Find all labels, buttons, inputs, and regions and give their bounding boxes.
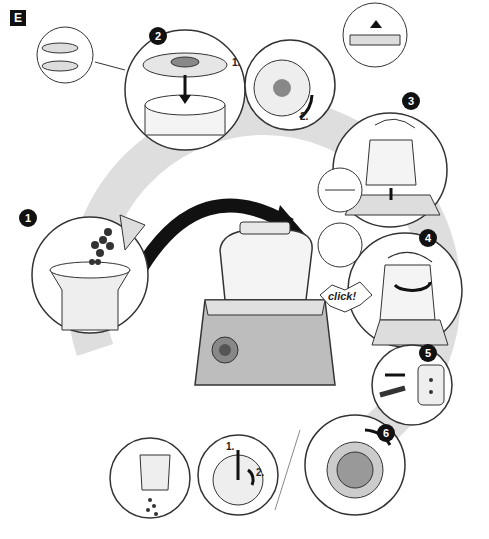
callout-number: 6 bbox=[378, 425, 394, 441]
step1-inset bbox=[19, 209, 148, 333]
step3-inset bbox=[318, 92, 447, 227]
click-text: click! bbox=[328, 291, 356, 302]
appliance bbox=[195, 222, 335, 385]
section-letter: E bbox=[10, 10, 26, 26]
step5-inset bbox=[372, 344, 452, 425]
callout-number: 2 bbox=[150, 28, 166, 44]
step6-inset bbox=[305, 415, 405, 515]
step-number: 2. bbox=[256, 468, 264, 478]
step-number: 1. bbox=[232, 58, 240, 68]
callout-number: 5 bbox=[420, 345, 436, 361]
callout-number: 1 bbox=[20, 210, 36, 226]
step4-inset bbox=[318, 223, 462, 347]
callout-number: 3 bbox=[403, 93, 419, 109]
removal-inset bbox=[110, 435, 278, 518]
step-number: 2. bbox=[300, 112, 308, 122]
divider-line bbox=[275, 430, 300, 510]
step-number: 1. bbox=[226, 442, 234, 452]
section-box bbox=[10, 10, 26, 26]
callout-number: 4 bbox=[420, 230, 436, 246]
